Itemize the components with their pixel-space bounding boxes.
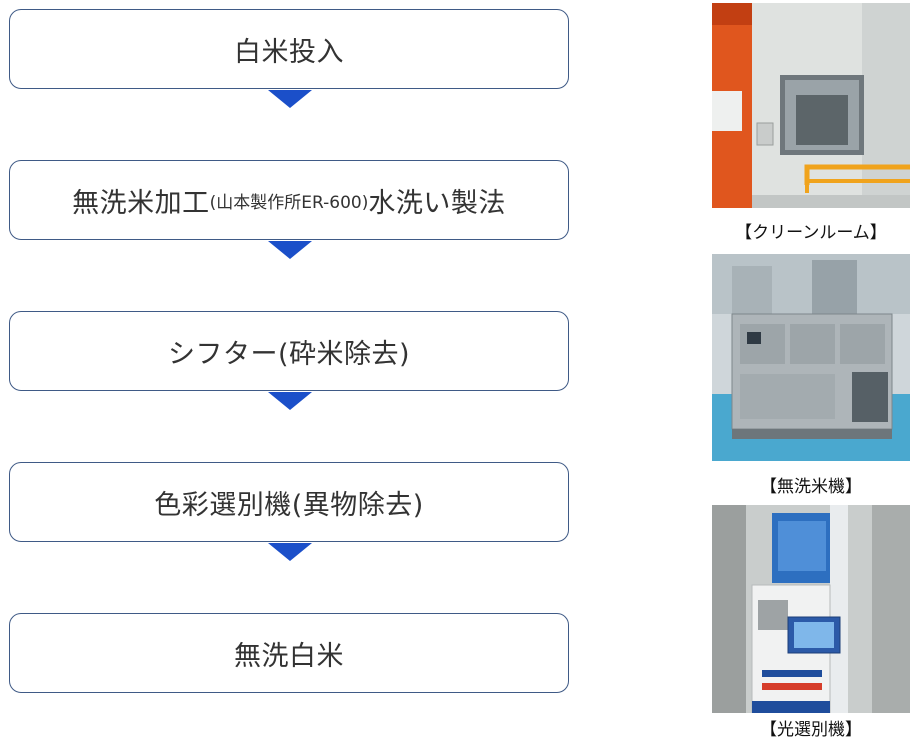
flow-step-label: シフター(砕米除去) — [167, 338, 411, 370]
flow-step-musen-white-rice: 無洗白米 — [9, 613, 569, 693]
clean-room-caption: 【クリーンルーム】 — [735, 223, 887, 243]
flow-step-white-rice-input: 白米投入 — [9, 9, 569, 89]
down-arrow-icon — [268, 543, 312, 561]
optical-sorter-photo — [712, 505, 910, 713]
flow-step-label: 色彩選別機(異物除去) — [154, 489, 424, 521]
musenmai-machine-photo — [712, 254, 910, 461]
flow-step-color-sorter: 色彩選別機(異物除去) — [9, 462, 569, 542]
flow-step-label: 無洗白米 — [234, 640, 344, 672]
down-arrow-icon — [268, 90, 312, 108]
flow-step-method: 水洗い製法 — [368, 187, 506, 219]
flow-step-machine-note: (山本製作所ER-600) — [209, 192, 369, 213]
flow-step-label: 白米投入 — [234, 36, 344, 68]
flow-step-sifter: シフター(砕米除去) — [9, 311, 569, 391]
musenmai-machine-caption: 【無洗米機】 — [760, 477, 862, 497]
optical-sorter-caption: 【光選別機】 — [760, 720, 862, 740]
clean-room-photo — [712, 3, 910, 208]
flow-step-label: 無洗米加工 — [72, 187, 210, 219]
down-arrow-icon — [268, 392, 312, 410]
flow-step-musenmai-processing: 無洗米加工(山本製作所ER-600)水洗い製法 — [9, 160, 569, 240]
down-arrow-icon — [268, 241, 312, 259]
